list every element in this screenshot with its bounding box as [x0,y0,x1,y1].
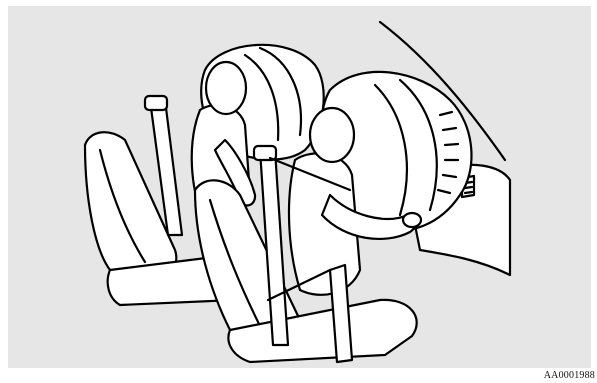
rear-dummy-head [206,62,246,114]
figure-code: AA0001988 [544,370,595,381]
front-dummy-head [310,108,354,162]
